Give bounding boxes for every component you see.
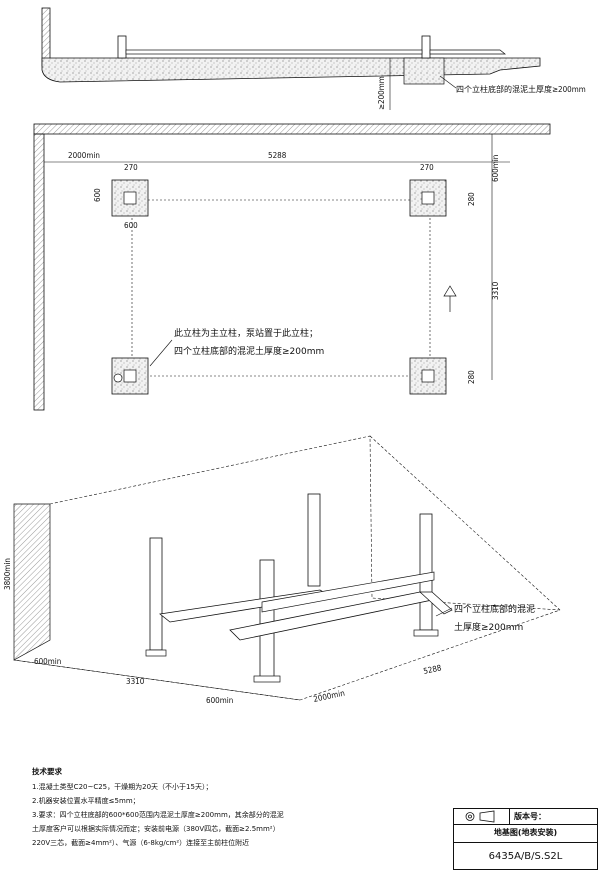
version-label: 版本号： [514,812,546,821]
plan-wall-top [33,123,551,135]
projection-symbol-icon [465,810,495,823]
plan-view: 2000min 5288 270 270 600min 3310 280 280… [33,123,551,411]
plan-pad-bottom-left [111,357,149,395]
iso-floor-outline [13,435,561,701]
iso-dim-3310: 3310 [126,677,145,686]
iso-post-front-left [253,559,281,683]
plan-callout-line1: 此立柱为主立柱，泵站置于此立柱； [174,327,318,339]
iso-crossbeam-front [261,571,435,613]
drive-direction-arrow-icon [443,285,457,297]
plan-callout-leader [149,339,173,367]
title-block: 版本号： 地基图(地表安装) 6435A/B/S.S2L [453,808,598,870]
dim-span-y: 3310 [491,281,500,300]
elevation-pad [403,57,445,85]
elevation-post-right [421,35,431,59]
tech-requirements-title: 技术要求 [32,767,62,776]
note-line-2: 2.机器安装位置水平精度≤5mm； [32,797,140,805]
plan-pad-top-right [409,179,447,217]
elevation-wall [41,7,51,67]
plan-callout-line2: 四个立柱底部的混泥土厚度≥200mm [174,345,324,357]
elevation-post-left [117,35,127,59]
plan-wall-left [33,133,45,411]
model-number: 6435A/B/S.S2L [488,851,563,862]
note-line-4: 土厚度客户可以根据实际情况而定；安装前电源（380V四芯，截面≥2.5mm²） [32,825,280,833]
iso-dim-5288: 5288 [423,663,443,676]
dim-pad-w: 600 [124,221,138,230]
note-line-5: 220V三芯，截面≥4mm²）、气源（6-8kg/cm²）连接至主前柱位附近 [32,839,250,847]
dim-left-offset: 2000min [68,151,100,160]
elevation-callout-leader [439,75,457,89]
elevation-slab [41,57,541,83]
iso-post-back-right [307,493,321,587]
dim-280-bottom: 280 [467,370,476,384]
iso-height-dim: 3800min [3,558,12,590]
elevation-runway [125,49,423,55]
plan-pad-bottom-right [409,357,447,395]
projection-symbol-cell [454,809,510,824]
iso-dim-600: 600min [34,657,61,666]
tech-requirements-notes: 1.混凝土类型C20~C25，干燥期为20天（不小于15天）； 2.机器安装位置… [32,780,422,850]
dim-280-top: 280 [467,192,476,206]
dim-post-w-right: 270 [420,163,434,172]
dim-pad-h: 600 [93,188,102,202]
plan-pad-top-left [111,179,149,217]
elevation-callout: 四个立柱底部的混泥土厚度≥200mm [456,84,586,94]
dim-post-w-left: 270 [124,163,138,172]
iso-callout-line2: 土厚度≥200mm [454,621,523,633]
title-block-row-version: 版本号： [454,809,597,825]
pump-station-icon [113,373,123,383]
iso-dim-2000: 2000min [313,689,346,704]
isometric-view: 3800min 600min 3310 600min 2000min 5288 [3,435,561,705]
iso-post-back-left [145,537,167,657]
iso-back-wall [13,503,51,661]
dim-top-margin: 600min [491,155,500,182]
elevation-ramp [429,49,506,55]
note-line-1: 1.混凝土类型C20~C25，干燥期为20天（不小于15天）； [32,783,213,791]
plan-dashed-frame [131,199,431,377]
drawing-name: 地基图(地表安装) [454,824,597,843]
dim-span-x: 5288 [268,151,287,160]
iso-callout-leader [435,607,453,617]
note-line-3: 3.要求：四个立柱底部的600*600范围内混泥土厚度≥200mm，其余部分的混… [32,811,284,819]
iso-dim-600b: 600min [206,696,233,705]
depth-dim-label: ≥200mm [377,76,386,110]
iso-callout-line1: 四个立柱底部的混泥 [454,603,535,615]
elevation-view: ≥200mm 四个立柱底部的混泥土厚度≥200mm [41,7,586,110]
iso-ramp [419,591,453,615]
